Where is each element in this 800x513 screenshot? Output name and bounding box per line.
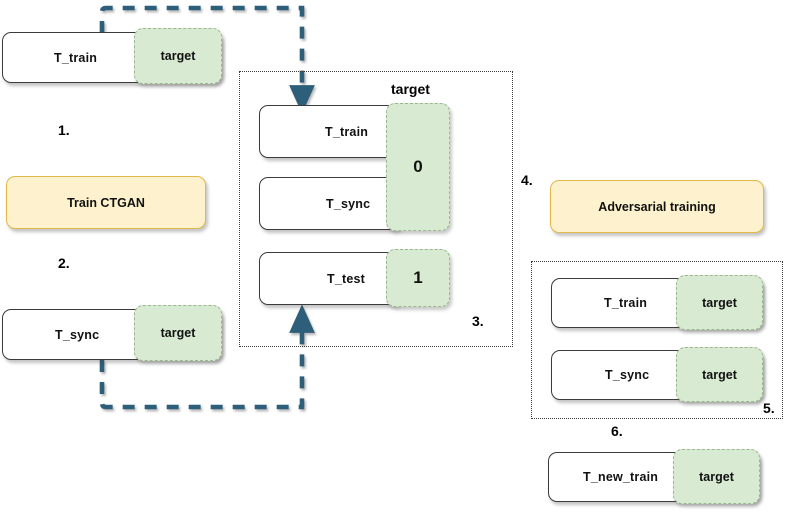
table-row-combined-0[interactable]: [259, 105, 403, 158]
target-column-t-new-train-label: target: [699, 469, 734, 484]
group-augmented-dataset: [531, 261, 783, 419]
target-value-combined-2-label: 1: [413, 268, 423, 287]
table-row-combined-0-label: T_train: [325, 125, 369, 139]
step-number-3: 3.: [472, 313, 484, 329]
step-number-2: 2.: [58, 255, 70, 271]
target-column-right-1-label: target: [702, 367, 737, 382]
table-t-new-train-label: T_new_train: [583, 470, 659, 484]
step-number-4: 4.: [521, 172, 533, 188]
target-value-combined-2[interactable]: 1: [386, 249, 450, 307]
step-number-1: 1.: [58, 122, 70, 138]
table-row-combined-1[interactable]: [259, 177, 403, 230]
table-row-combined-2-label: T_test: [327, 272, 366, 286]
step-number-6: 6.: [611, 423, 623, 439]
process-train-ctgan[interactable]: Train CTGAN: [6, 176, 206, 229]
table-row-combined-1-label: T_sync: [326, 197, 371, 211]
combined-group-header: target: [391, 81, 430, 97]
target-column-t-sync-left-label: target: [160, 326, 196, 340]
table-t-train-top-label: T_train: [54, 51, 98, 65]
target-column-t-train-top-label: target: [160, 49, 196, 63]
process-adversarial-training-label: Adversarial training: [598, 199, 716, 214]
target-column-right-0-label: target: [702, 295, 737, 310]
table-row-combined-2[interactable]: [259, 252, 403, 305]
table-row-right-0-label: T_train: [604, 296, 648, 310]
group-combined-dataset: [239, 71, 513, 347]
table-t-sync-left-label: T_sync: [55, 328, 100, 342]
process-train-ctgan-label: Train CTGAN: [67, 195, 145, 210]
target-value-combined-0-label: 0: [413, 157, 423, 176]
target-column-t-sync-left[interactable]: target: [134, 305, 222, 361]
step-number-5: 5.: [763, 400, 775, 416]
target-column-t-train-top[interactable]: target: [134, 28, 222, 84]
target-column-right-1[interactable]: target: [676, 347, 763, 402]
table-row-right-1-label: T_sync: [605, 368, 650, 382]
target-value-combined-0[interactable]: 0: [386, 103, 450, 231]
process-adversarial-training[interactable]: Adversarial training: [550, 180, 764, 233]
target-column-t-new-train[interactable]: target: [673, 449, 760, 504]
target-column-right-0[interactable]: target: [676, 275, 763, 330]
